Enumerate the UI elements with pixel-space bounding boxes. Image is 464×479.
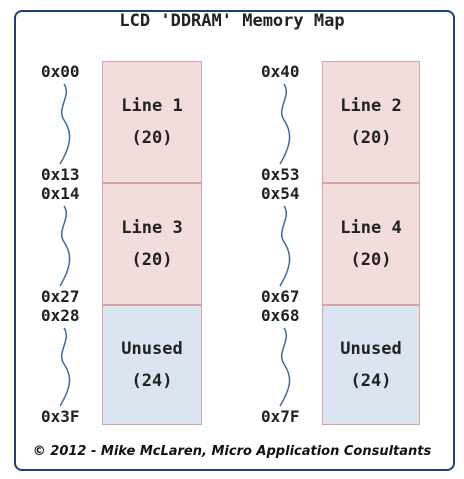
address-start-line3: 0x14	[41, 184, 80, 203]
block-label: Unused	[340, 339, 402, 359]
block-line-4: Line 4 (20)	[322, 183, 420, 305]
block-label: Line 1	[121, 96, 183, 116]
copyright-footer: © 2012 - Mike McLaren, Micro Application…	[32, 444, 432, 459]
address-end-line4: 0x67	[261, 287, 300, 306]
range-squiggle-unused-right	[279, 327, 291, 407]
block-line-3: Line 3 (20)	[102, 183, 202, 305]
block-label: Line 4	[340, 218, 402, 238]
range-squiggle-line4	[279, 205, 291, 287]
address-end-unused-right: 0x7F	[261, 407, 300, 426]
block-size: (20)	[131, 250, 173, 270]
address-start-line2: 0x40	[261, 62, 300, 81]
range-squiggle-unused-left	[59, 327, 71, 407]
address-end-line3: 0x27	[41, 287, 80, 306]
range-squiggle-line3	[59, 205, 71, 287]
address-start-unused-right: 0x68	[261, 306, 300, 325]
address-start-unused-left: 0x28	[41, 306, 80, 325]
address-end-line1: 0x13	[41, 165, 80, 184]
block-line-1: Line 1 (20)	[102, 61, 202, 183]
range-squiggle-line2	[279, 83, 291, 165]
range-squiggle-line1	[59, 83, 71, 165]
block-label: Line 2	[340, 96, 402, 116]
block-size: (20)	[350, 250, 392, 270]
address-start-line1: 0x00	[41, 62, 80, 81]
block-size: (20)	[131, 128, 173, 148]
address-end-unused-left: 0x3F	[41, 407, 80, 426]
block-unused-right: Unused (24)	[322, 305, 420, 425]
block-unused-left: Unused (24)	[102, 305, 202, 425]
block-line-2: Line 2 (20)	[322, 61, 420, 183]
diagram-title: LCD 'DDRAM' Memory Map	[119, 11, 345, 31]
block-label: Unused	[121, 339, 183, 359]
address-start-line4: 0x54	[261, 184, 300, 203]
block-size: (24)	[350, 371, 392, 391]
block-size: (20)	[350, 128, 392, 148]
block-size: (24)	[131, 371, 173, 391]
block-label: Line 3	[121, 218, 183, 238]
address-end-line2: 0x53	[261, 165, 300, 184]
